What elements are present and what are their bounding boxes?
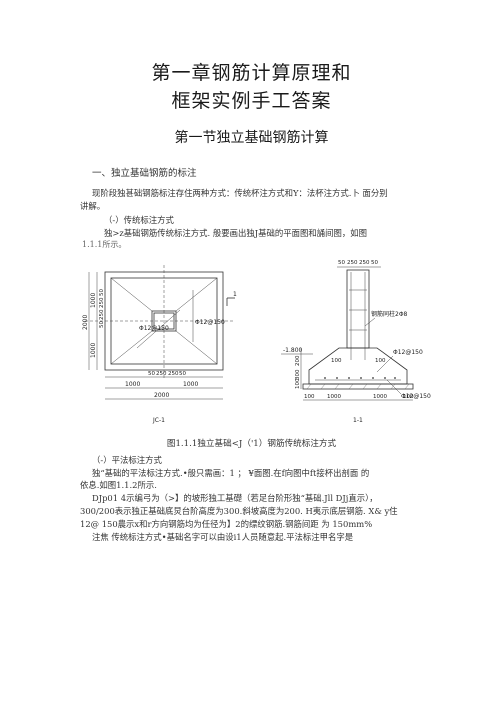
plan-dim-v-total: 2000: [82, 315, 89, 330]
section-column: [346, 269, 370, 349]
plan-name: JC-1: [152, 417, 165, 424]
paragraph-3-line-1: 独“基础的平法标注方式.•般只需画：1 ； ¥面图.在f向图中ft接杯出剖面 的: [92, 468, 370, 478]
section-dim-v-3: 200: [295, 355, 301, 366]
figure-caption: 图1.1.1独立基础<J（'1）钢筋传统标注方式: [166, 439, 337, 449]
paragraph-2-line-2: 1.1.1所示。: [82, 240, 127, 249]
paragraph-4-line-2: 300/200表示独正基础底炅台阶高度为300.斜坡高度为200. H夷示底层钢…: [80, 506, 398, 516]
paragraph-1-line-2: 讲解。: [80, 201, 106, 211]
paragraph-4-line-3: 12@ 150農示x和r方向钢筋均为任径为】2的缥纹钢筋.钢筋间距 为 150m…: [80, 519, 373, 529]
paragraph-4-line-1: DJp01 4示编弓为（>】的坡形独工基礎（若足台阶形独“基础.Jll DJj直…: [92, 493, 378, 503]
section-dim-v-1: 100: [295, 378, 301, 389]
section-rebar-leader: [376, 355, 394, 373]
plan-rebar-label-2: Φ12@150: [195, 319, 225, 326]
plan-dim-col-4: 50: [99, 289, 105, 296]
paragraph-3-line-2: 依息.如图1.1.2所示.: [80, 480, 157, 490]
section-title: 第一节独立基础钢筋计算: [174, 130, 329, 146]
plan-dim-v-bottom: 1000: [90, 343, 97, 358]
section-bedding-hatch: [306, 383, 410, 390]
section-view: 50 250 250 50 钢筋同柱2Φ8: [281, 260, 431, 424]
section-dim-mid-1: 100: [331, 358, 342, 364]
plan-dim-bottom-top-3: 250: [168, 371, 179, 377]
section-name: 1-1: [353, 417, 363, 424]
section-dim-top-4: 50: [371, 260, 378, 266]
paragraph-5-line-1: 注焦 传统标注方式•基础名字可以由设i1人员随意起.平法标注甲名字是: [92, 532, 354, 542]
section-rebar-leader: [386, 379, 402, 395]
foundation-drawing: Φ12@150 Φ12@150 1 2000 1000 1000 50 250 …: [82, 260, 431, 424]
plan-slope-line: [110, 330, 153, 365]
plan-section-mark: 1: [233, 291, 237, 298]
plan-slope-line: [175, 277, 218, 312]
plan-dim-total: 2000: [154, 392, 169, 399]
section-dim-bot-3: 1000: [373, 394, 387, 400]
chapter-title-line-2: 框架实例手工答案: [171, 90, 332, 112]
section-col-rebar-label: 钢筋同柱2Φ8: [371, 310, 408, 318]
section-dim-v-2: 300: [295, 369, 301, 380]
section-dim-top-1: 50: [338, 260, 345, 266]
plan-dim-col-1: 50: [99, 321, 105, 328]
paragraph-2-line-1: 独>z基础钢筋传统标注方式. 般要画出独J基础的平面图和誦间图，如图: [104, 228, 367, 238]
section-rebar-dots: [324, 377, 396, 379]
heading-1: 一、独立基础钢筋的标注: [92, 168, 197, 179]
plan-dim-v-top: 1000: [90, 293, 97, 308]
chapter-title-line-1: 第一章钢筋计算原理和: [151, 62, 352, 84]
plan-dim-bottom-top-2: 250: [156, 371, 167, 377]
section-bedding: [302, 383, 414, 390]
section-dim-bot-4: 100: [403, 394, 414, 400]
plan-view: Φ12@150 Φ12@150 1 2000 1000 1000 50 250 …: [82, 265, 237, 424]
section-level: -1.800: [283, 347, 303, 354]
plan-dim-bottom-top-4: 50: [179, 371, 186, 377]
section-dim-bot-2: 1000: [327, 394, 341, 400]
section-rebar-leader: [364, 317, 376, 327]
plan-slope-line: [110, 277, 153, 312]
plan-dim-col-2: 250: [99, 309, 105, 320]
section-dim-top-3: 250: [359, 260, 370, 266]
plan-slope-line: [175, 330, 218, 365]
plan-rebar-leader: [136, 309, 181, 349]
section-rebar-top: Φ12@150: [393, 349, 423, 356]
section-dim-mid-2: 100: [375, 358, 386, 364]
plan-rebar-label-1: Φ12@150: [139, 325, 169, 332]
plan-dim-bottom-top-1: 50: [148, 371, 155, 377]
section-dim-bot-1: 100: [304, 394, 315, 400]
section-rebar-bottom: Φ12@150: [401, 393, 431, 400]
section-dim-top-2: 250: [347, 260, 358, 266]
subheading-traditional: （-）传统标注方式: [104, 215, 174, 225]
plan-dim-bottom-2: 1000: [183, 381, 198, 388]
plan-dim-col-3: 250: [99, 297, 105, 308]
subheading-flat: （-）平法标注方式: [92, 455, 162, 465]
paragraph-1-line-1: 现阶段独甚础钢筋标注存住两种方式：传统杯注方式和Y：法杯注方式.卜 面分别: [92, 188, 388, 198]
plan-dim-bottom-1: 1000: [125, 381, 140, 388]
